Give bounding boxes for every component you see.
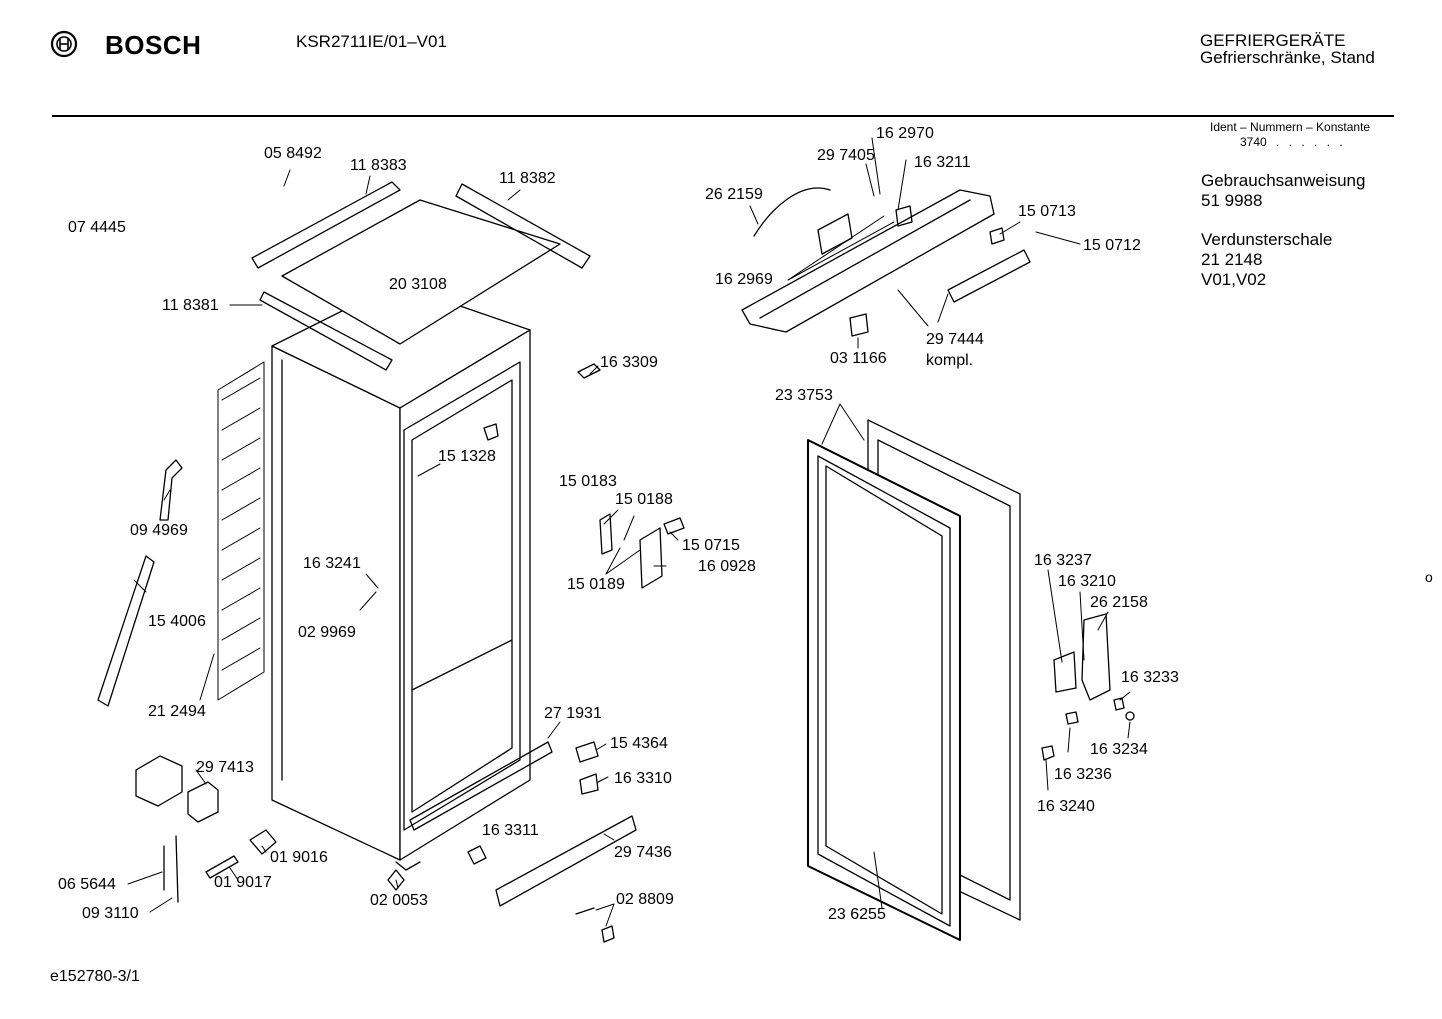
part-label: 29 7405	[817, 147, 875, 164]
capacitor	[249, 829, 277, 855]
manual-number: 51 9988	[1201, 191, 1263, 210]
part-label: 16 0928	[698, 558, 756, 575]
ident-value: 3740	[1240, 135, 1267, 149]
part-label: 16 3234	[1090, 741, 1148, 758]
relay-box	[135, 755, 183, 807]
part-label: 16 3240	[1037, 798, 1095, 815]
part-label: 16 3241	[303, 555, 361, 572]
screw	[575, 907, 615, 943]
part-label: 15 4364	[610, 735, 668, 752]
brand-name: BOSCH	[105, 30, 202, 60]
part-label: 11 8383	[350, 157, 407, 174]
part-label: 16 3211	[914, 154, 971, 171]
side-strip	[97, 555, 155, 707]
part-label: 11 8381	[162, 297, 219, 314]
edge-mark: o	[1425, 569, 1433, 585]
part-label: 09 3110	[82, 905, 139, 922]
part-label: 16 3310	[614, 770, 672, 787]
tray-variants: V01,V02	[1201, 270, 1267, 289]
part-label: 26 2159	[705, 186, 763, 203]
part-label: 16 3210	[1058, 573, 1116, 590]
base-rail	[409, 741, 553, 831]
part-label: 09 4969	[130, 522, 188, 539]
control-panel	[741, 187, 1031, 337]
category-subtitle: Gefrierschränke, Stand	[1200, 48, 1375, 67]
part-label: 15 1328	[438, 448, 496, 465]
part-label: 29 7444	[926, 331, 984, 348]
part-label: 15 0712	[1083, 237, 1141, 254]
part-label: 06 5644	[58, 876, 116, 893]
part-label: 15 0713	[1018, 203, 1076, 220]
relay	[187, 781, 219, 823]
ident-dots: . . . . . .	[1276, 135, 1346, 149]
part-label: 16 2969	[715, 271, 773, 288]
part-label: 15 0189	[567, 576, 625, 593]
cabinet-body	[271, 283, 531, 871]
hinge-assembly	[467, 363, 685, 865]
part-label: 15 0715	[682, 537, 740, 554]
part-label: 16 3311	[482, 822, 539, 839]
kick-plate	[495, 815, 637, 907]
part-label: 29 7413	[196, 759, 254, 776]
part-label: 16 3237	[1034, 552, 1092, 569]
part-label: 16 3309	[600, 354, 658, 371]
category-title: GEFRIERGERÄTE	[1200, 31, 1346, 50]
part-label: 23 3753	[775, 387, 833, 404]
top-cover	[251, 181, 591, 371]
part-label: 03 1166	[830, 350, 887, 367]
part-label: 23 6255	[828, 906, 886, 923]
manual-label: Gebrauchsanweisung	[1201, 171, 1366, 190]
part-label: 15 0188	[615, 491, 673, 508]
small-tube	[205, 855, 239, 879]
part-label: 05 8492	[264, 145, 322, 162]
door-hinge	[1041, 613, 1135, 761]
part-label: 07 4445	[68, 219, 126, 236]
door	[807, 419, 1021, 941]
part-label: 02 9969	[298, 624, 356, 641]
part-label: 27 1931	[544, 705, 602, 722]
condenser-coil	[217, 361, 265, 701]
part-label: 16 3236	[1054, 766, 1112, 783]
part-label: 15 0183	[559, 473, 617, 490]
part-label: 21 2494	[148, 703, 206, 720]
part-label: 02 0053	[370, 892, 428, 909]
header-rule	[52, 115, 1394, 117]
model-number: KSR2711IE/01–V01	[296, 32, 447, 51]
part-label: 01 9016	[270, 849, 328, 866]
part-label: 11 8382	[499, 170, 556, 187]
part-label: 29 7436	[614, 844, 672, 861]
wire-left	[163, 835, 179, 903]
tray-label: Verdunsterschale	[1201, 230, 1333, 249]
part-label: kompl.	[926, 352, 974, 369]
part-label: 15 4006	[148, 613, 206, 630]
part-label: 01 9017	[214, 874, 272, 891]
part-label: 20 3108	[389, 276, 447, 293]
part-label: 16 3233	[1121, 669, 1179, 686]
part-label: 26 2158	[1090, 594, 1148, 611]
drawing-id: e152780-3/1	[50, 968, 140, 985]
bosch-logo-icon	[50, 30, 78, 58]
part-label: 16 2970	[876, 125, 934, 142]
hose	[159, 459, 183, 521]
leader-lines	[127, 137, 1131, 927]
part-label: 02 8809	[616, 891, 674, 908]
ident-heading: Ident – Nummern – Konstante	[1210, 120, 1371, 134]
tray-number: 21 2148	[1201, 250, 1263, 269]
foot	[387, 869, 405, 891]
